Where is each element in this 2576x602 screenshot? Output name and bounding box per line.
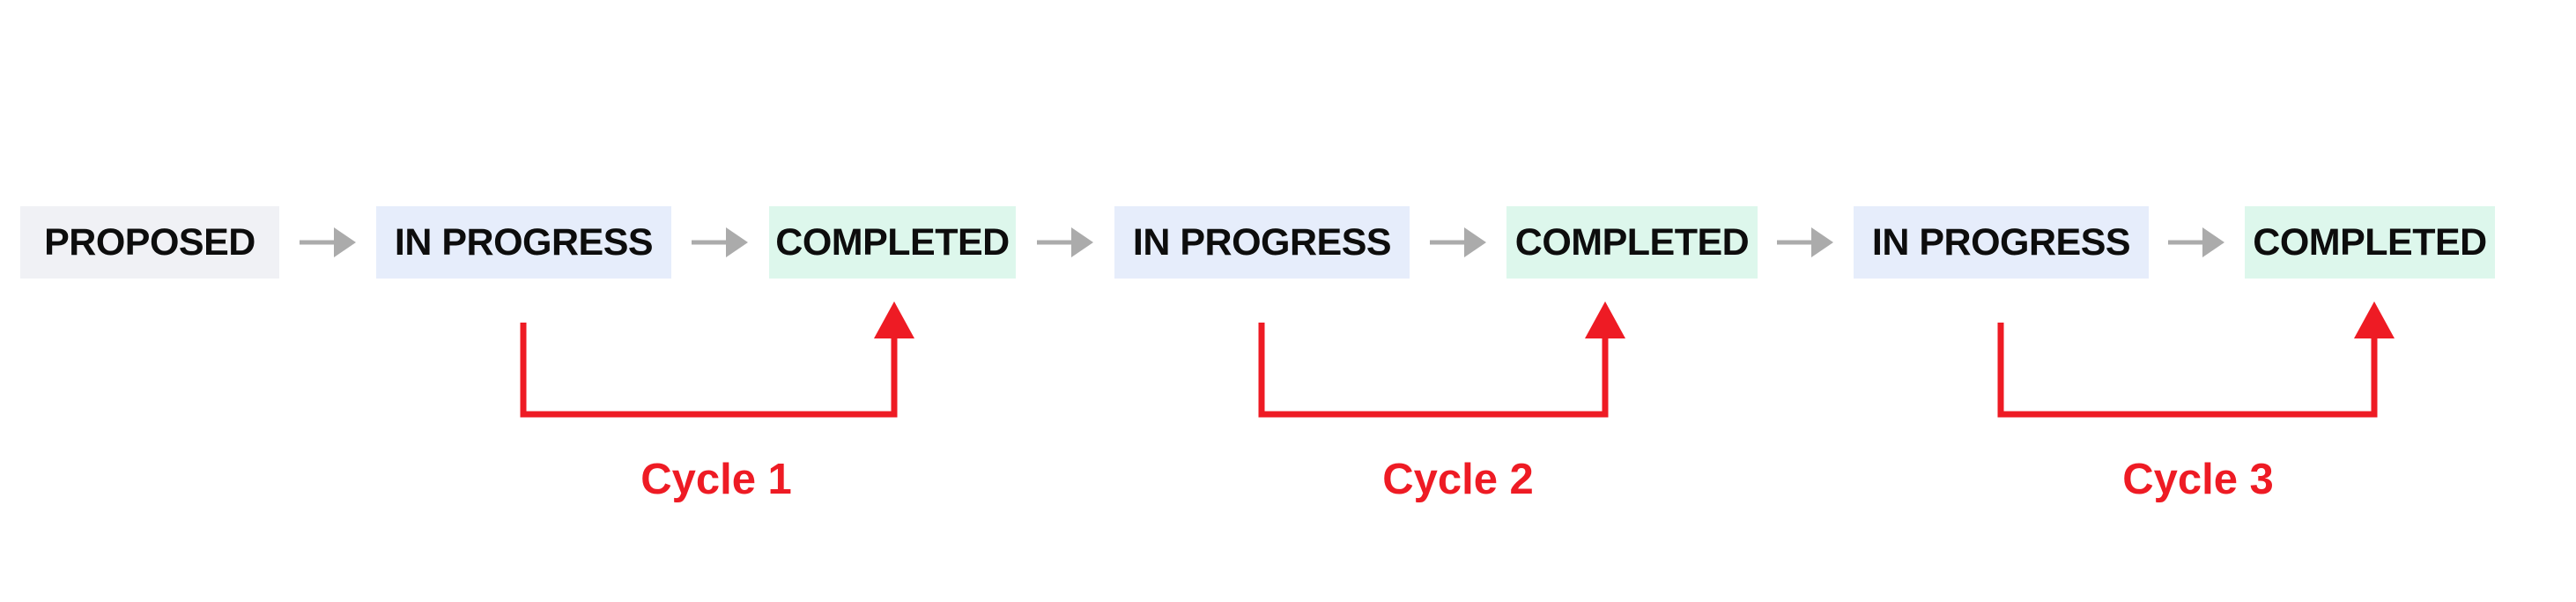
stage-box-completed-2: COMPLETED — [1506, 206, 1758, 279]
stage-box-completed-3: COMPLETED — [2245, 206, 2495, 279]
cycle-3-label: Cycle 3 — [2122, 456, 2274, 503]
flow-arrow-icon — [692, 227, 748, 257]
cycle-1-label: Cycle 1 — [640, 456, 792, 503]
flow-arrow-icon — [300, 227, 356, 257]
stage-box-completed-1: COMPLETED — [769, 206, 1016, 279]
stage-box-in-progress-2: IN PROGRESS — [1114, 206, 1410, 279]
flow-arrow-icon — [1777, 227, 1833, 257]
cycle-3-loop-arrow-icon — [1997, 301, 2395, 418]
cycle-2-loop-arrow-icon — [1258, 301, 1625, 418]
flow-arrow-icon — [2168, 227, 2224, 257]
cycle-1-loop-arrow-icon — [520, 301, 914, 418]
stage-box-in-progress-1: IN PROGRESS — [376, 206, 671, 279]
cycle-2-label: Cycle 2 — [1382, 456, 1534, 503]
flow-arrow-icon — [1430, 227, 1486, 257]
stage-box-in-progress-3: IN PROGRESS — [1854, 206, 2149, 279]
stage-box-proposed: PROPOSED — [20, 206, 279, 279]
flow-arrow-icon — [1037, 227, 1093, 257]
